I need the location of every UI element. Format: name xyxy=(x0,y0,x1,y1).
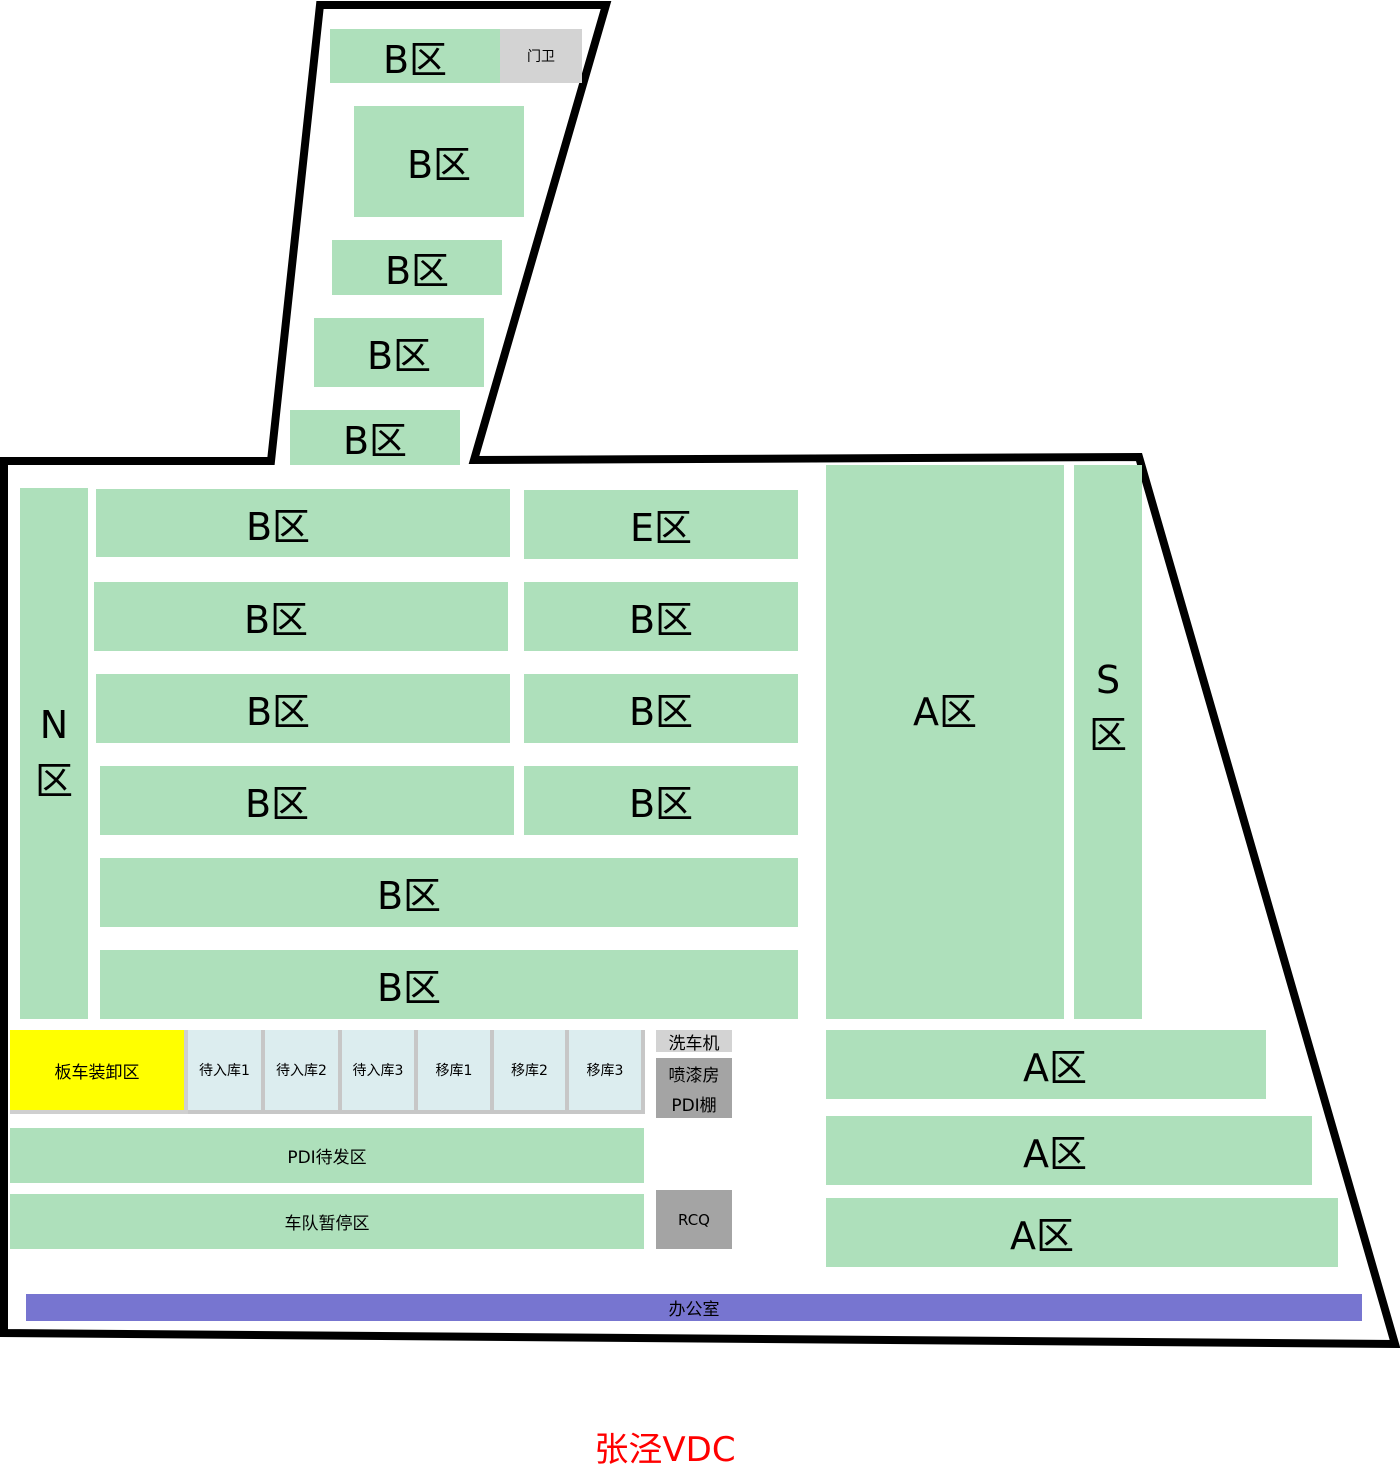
pdi-dispatch-zone[interactable]: PDI待发区 xyxy=(10,1128,644,1183)
queue-transfer-1[interactable]: 移库1 xyxy=(418,1030,494,1114)
queue-inbound-3[interactable]: 待入库3 xyxy=(342,1030,418,1114)
a-zone-row-3[interactable]: A区 xyxy=(826,1198,1338,1267)
office[interactable]: 办公室 xyxy=(26,1294,1362,1321)
pdi-shed[interactable]: PDI棚 xyxy=(656,1088,732,1118)
rcq[interactable]: RCQ xyxy=(656,1190,732,1249)
north-b-zone-3[interactable]: B区 xyxy=(332,240,502,295)
b-zone-row-1[interactable]: B区 xyxy=(96,489,510,557)
north-b-zone-4[interactable]: B区 xyxy=(314,318,484,387)
b-zone-row-4[interactable]: B区 xyxy=(100,766,514,835)
map-title: 张泾VDC xyxy=(594,1430,736,1470)
b-zone-wide-2[interactable]: B区 xyxy=(100,950,798,1019)
paint-shop[interactable]: 喷漆房 xyxy=(656,1058,732,1088)
north-b-zone-1[interactable]: B区 xyxy=(330,29,500,83)
n-zone-letter: N xyxy=(39,703,69,748)
gate-guard[interactable]: 门卫 xyxy=(500,29,582,83)
fleet-parking-zone[interactable]: 车队暂停区 xyxy=(10,1194,644,1249)
e-zone[interactable]: E区 xyxy=(524,490,798,559)
s-zone-letter: S xyxy=(1095,657,1121,702)
b-zone-right-2[interactable]: B区 xyxy=(524,674,798,743)
queue-transfer-3[interactable]: 移库3 xyxy=(569,1030,645,1114)
n-zone[interactable]: N 区 xyxy=(20,488,88,1019)
b-zone-row-3[interactable]: B区 xyxy=(96,674,510,743)
b-zone-wide-1[interactable]: B区 xyxy=(100,858,798,927)
queue-inbound-1[interactable]: 待入库1 xyxy=(188,1030,265,1114)
queue-transfer-2[interactable]: 移库2 xyxy=(494,1030,569,1114)
b-zone-right-3[interactable]: B区 xyxy=(524,766,798,835)
car-wash[interactable]: 洗车机 xyxy=(656,1030,732,1054)
a-zone-row-1[interactable]: A区 xyxy=(826,1030,1266,1099)
s-zone[interactable]: S 区 xyxy=(1074,465,1142,1019)
b-zone-row-2[interactable]: B区 xyxy=(94,582,508,651)
queue-inbound-2[interactable]: 待入库2 xyxy=(265,1030,342,1114)
a-zone-large[interactable]: A区 xyxy=(826,465,1064,1019)
n-zone-suffix: 区 xyxy=(34,758,73,803)
north-b-zone-5[interactable]: B区 xyxy=(290,410,460,465)
b-zone-right-1[interactable]: B区 xyxy=(524,582,798,651)
north-b-zone-2[interactable]: B区 xyxy=(354,106,524,217)
a-zone-row-2[interactable]: A区 xyxy=(826,1116,1312,1185)
s-zone-suffix: 区 xyxy=(1088,713,1127,757)
trailer-loading-zone[interactable]: 板车装卸区 xyxy=(10,1030,188,1114)
